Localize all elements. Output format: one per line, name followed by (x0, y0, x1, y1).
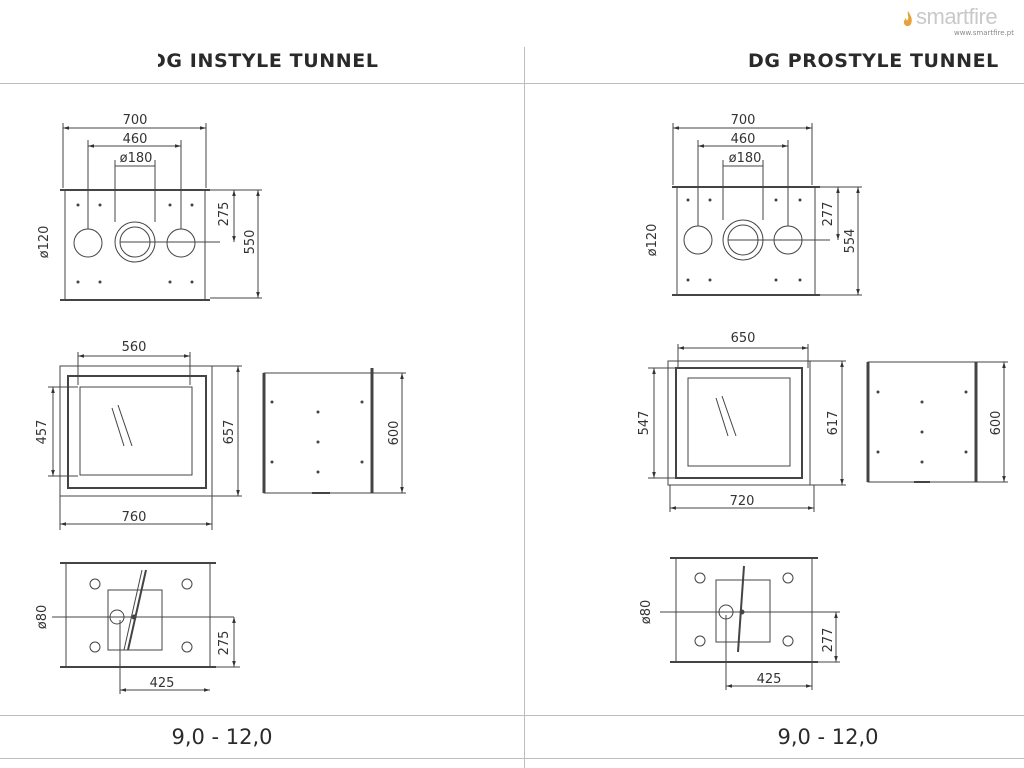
front-view-prostyle (648, 344, 846, 512)
dim-flue-diameter-instyle: ø180 (120, 151, 153, 166)
bottom-view-prostyle (660, 557, 840, 690)
top-view-instyle (60, 123, 262, 301)
dim-spacing-top-prostyle: 460 (731, 132, 756, 147)
dim-front-height-prostyle: 617 (826, 411, 841, 436)
side-view-instyle (262, 368, 406, 494)
dim-glass-width-instyle: 560 (122, 340, 147, 355)
dim-bottom-width-prostyle: 425 (757, 672, 782, 687)
dim-flue-offset-prostyle: 277 (821, 202, 836, 227)
dim-front-height-instyle: 657 (222, 420, 237, 445)
dim-bottom-offset-prostyle: 277 (821, 628, 836, 653)
brand-name: smartfire (916, 4, 998, 29)
dim-depth-prostyle: 554 (843, 229, 858, 254)
dim-spacing-top-instyle: 460 (123, 132, 148, 147)
dim-glass-height-instyle: 457 (35, 420, 50, 445)
dim-bottom-inlet-prostyle: ø80 (639, 600, 654, 625)
dim-inlet-diameter-instyle: ø120 (37, 226, 52, 259)
brand-url: www.smartfire.pt (954, 29, 1014, 37)
dim-width-top-instyle: 700 (123, 113, 148, 128)
side-view-prostyle (866, 361, 1008, 483)
power-row-top-divider (0, 715, 1024, 716)
column-divider (524, 47, 525, 768)
power-value-instyle: 9,0 - 12,0 (171, 725, 273, 749)
dim-width-top-prostyle: 700 (731, 113, 756, 128)
dim-front-width-instyle: 760 (122, 510, 147, 525)
dim-bottom-offset-instyle: 275 (217, 631, 232, 656)
power-value-prostyle: 9,0 - 12,0 (777, 725, 879, 749)
power-row-bottom-divider (0, 758, 1024, 759)
flame-icon (903, 11, 912, 27)
dim-flue-offset-instyle: 275 (217, 202, 232, 227)
dim-glass-width-prostyle: 650 (731, 331, 756, 346)
dim-bottom-width-instyle: 425 (150, 676, 175, 691)
dim-bottom-inlet-instyle: ø80 (35, 605, 50, 630)
top-view-prostyle (672, 123, 862, 296)
column-title-prostyle: DG PROSTYLE TUNNEL (748, 50, 999, 72)
dim-side-height-instyle: 600 (387, 421, 402, 446)
dim-flue-diameter-prostyle: ø180 (729, 151, 762, 166)
dim-side-height-prostyle: 600 (989, 411, 1004, 436)
dim-inlet-diameter-prostyle: ø120 (645, 224, 660, 257)
dim-glass-height-prostyle: 547 (637, 411, 652, 436)
bottom-view-instyle (52, 562, 240, 694)
dim-front-width-prostyle: 720 (730, 494, 755, 509)
front-view-instyle (48, 352, 242, 530)
dim-depth-instyle: 550 (243, 230, 258, 255)
header-divider (0, 83, 1024, 84)
column-title-instyle: DG INSTYLE TUNNEL (150, 50, 379, 72)
brand-logo: smartfire www.smartfire.pt (902, 4, 1020, 42)
